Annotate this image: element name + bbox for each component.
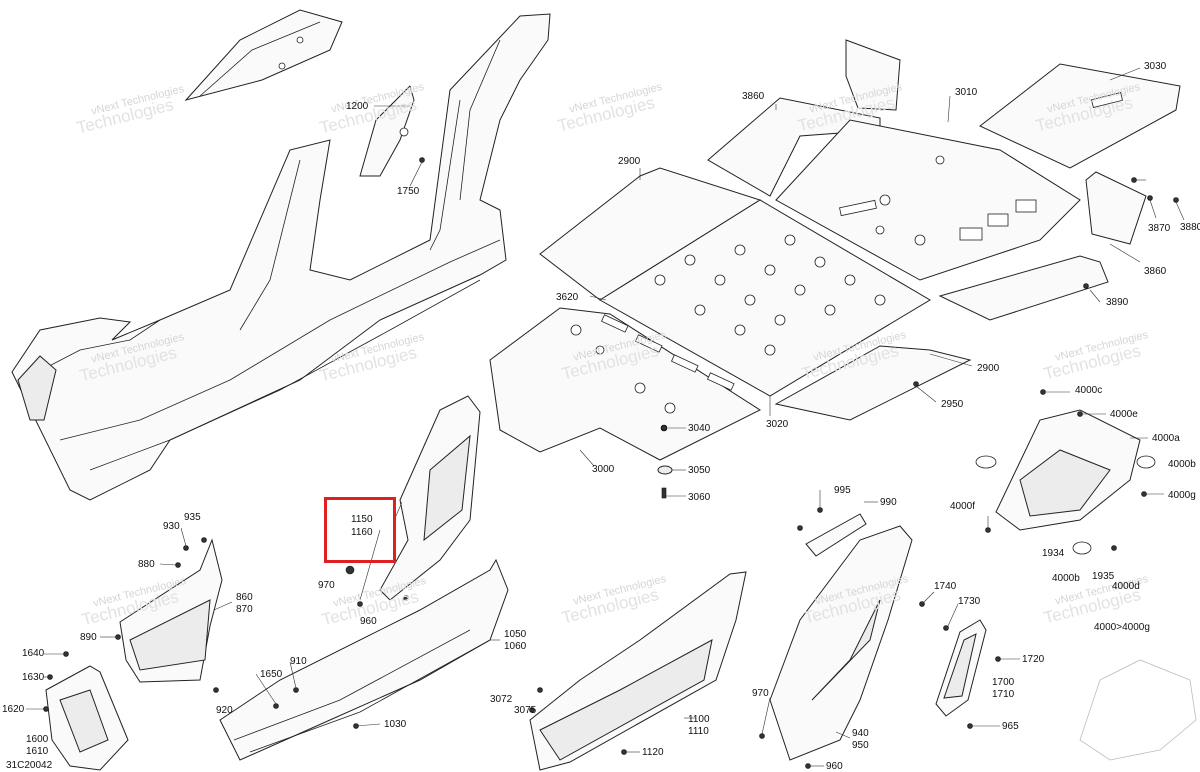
- callout-label: 2950: [941, 399, 964, 410]
- callout-label: 2900: [618, 156, 641, 167]
- callout-label: 1100: [688, 714, 710, 725]
- floor-plate-main-3020: [599, 199, 931, 397]
- callout-label: 1050: [504, 629, 527, 640]
- callout-label: 880: [138, 559, 155, 570]
- floor-plate-2900-left: [539, 167, 762, 301]
- callout-label: 3075: [514, 705, 537, 716]
- callout-label: 1640: [22, 648, 45, 659]
- main-side-frame: [11, 13, 551, 501]
- callout-label: 870: [236, 604, 253, 615]
- callout-label: 4000>4000g: [1094, 622, 1150, 633]
- callout-label: 4000c: [1075, 385, 1103, 396]
- callout-label: 4000b: [1052, 573, 1080, 584]
- bracket-1200-part: [359, 85, 415, 177]
- callout-label: 3060: [688, 492, 711, 503]
- callout-label: 970: [752, 688, 769, 699]
- callout-label: 3010: [955, 87, 978, 98]
- callout-label-1150: 1150: [351, 514, 373, 525]
- floor-plate-3010: [775, 119, 1081, 281]
- floor-plate-2900-right: [774, 345, 972, 421]
- callout-label: 860: [236, 592, 253, 603]
- callout-label: 1600: [26, 734, 49, 745]
- bracket-990: [805, 513, 867, 557]
- callout-label: 4000g: [1168, 490, 1196, 501]
- callout-label: 4000d: [1112, 581, 1140, 592]
- callout-label: 3050: [688, 465, 711, 476]
- callout-label: 3620: [556, 292, 579, 303]
- callout-label: 1700: [992, 677, 1015, 688]
- panel-1050: [219, 558, 509, 761]
- callout-label: 1750: [397, 186, 420, 197]
- callout-label: 3880: [1180, 222, 1200, 233]
- callout-label: 1110: [688, 726, 709, 737]
- callout-label: 965: [1002, 721, 1019, 732]
- floor-plate-3030: [979, 63, 1181, 169]
- callout-label: 3860: [742, 91, 765, 102]
- callout-label: 3890: [1106, 297, 1129, 308]
- floor-plate-3890: [938, 255, 1109, 321]
- callout-label: 990: [880, 497, 897, 508]
- callout-label-1160: 1160: [351, 527, 373, 538]
- callout-label: 1030: [384, 719, 407, 730]
- callout-label: 4000e: [1110, 409, 1138, 420]
- callout-label: 3040: [688, 423, 711, 434]
- callout-label: 1120: [642, 747, 664, 758]
- diagram-id: 31C20042: [6, 760, 53, 771]
- panel-940: [769, 525, 913, 761]
- callout-label: 1620: [2, 704, 25, 715]
- callout-label: 1720: [1022, 654, 1045, 665]
- callout-label: 4000a: [1152, 433, 1180, 444]
- callout-label: 995: [834, 485, 851, 496]
- callout-label: 910: [290, 656, 307, 667]
- callout-label: 1610: [26, 746, 49, 757]
- callout-label: 1710: [992, 689, 1015, 700]
- callout-label: 960: [826, 761, 843, 772]
- callout-label: 3030: [1144, 61, 1167, 72]
- callout-label: 1650: [260, 669, 283, 680]
- callout-label: 1934: [1042, 548, 1065, 559]
- callout-label: 4000b: [1168, 459, 1196, 470]
- callout-label: 1630: [22, 672, 45, 683]
- callout-label: 960: [360, 616, 377, 627]
- callout-label: 1200: [346, 101, 369, 112]
- callout-label: 1730: [958, 596, 981, 607]
- callout-label: 1060: [504, 641, 527, 652]
- callout-label: 2900: [977, 363, 1000, 374]
- callout-label: 935: [184, 512, 201, 523]
- highlight-box[interactable]: 1150 1160: [324, 497, 396, 563]
- callout-label: 1935: [1092, 571, 1115, 582]
- callout-label: 890: [80, 632, 97, 643]
- top-cap-panel: [184, 9, 343, 101]
- callout-label: 940: [852, 728, 869, 739]
- callout-label: 1740: [934, 581, 957, 592]
- callout-label: 3860: [1144, 266, 1167, 277]
- callout-label: 970: [318, 580, 335, 591]
- callout-label: 3870: [1148, 223, 1171, 234]
- callout-label: 3000: [592, 464, 615, 475]
- callout-label: 920: [216, 705, 233, 716]
- cover-4000-preview: [1079, 659, 1197, 761]
- callout-label: 3020: [766, 419, 789, 430]
- floor-plate-3860-raised: [845, 39, 901, 111]
- callout-label: 3072: [490, 694, 513, 705]
- floor-plate-3000: [489, 307, 762, 461]
- callout-label: 4000f: [950, 501, 976, 512]
- callout-label: 950: [852, 740, 869, 751]
- callout-label: 930: [163, 521, 180, 532]
- floor-plate-3860-right: [1085, 171, 1147, 245]
